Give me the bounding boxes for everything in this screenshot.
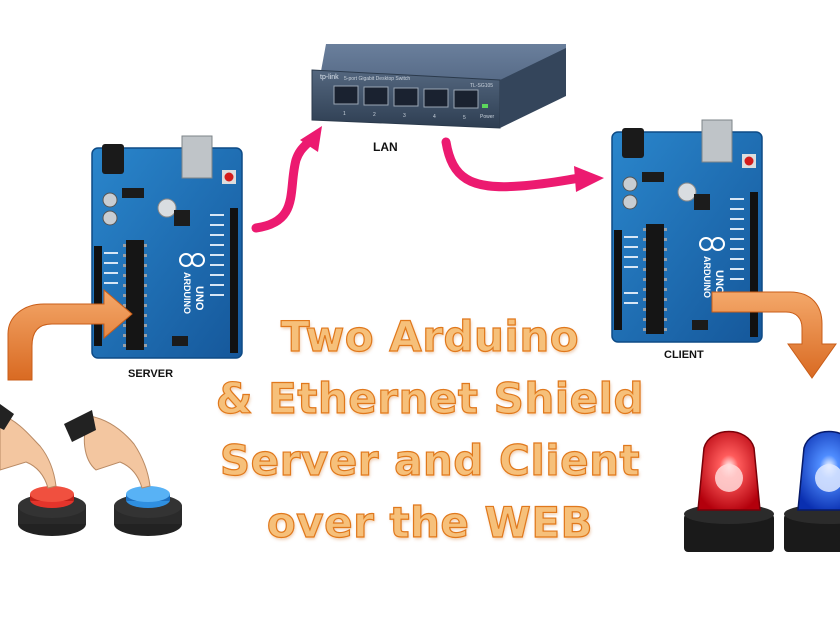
lan-label: LAN [373, 140, 398, 154]
diagram-title: Two Arduino & Ethernet Shield Server and… [190, 306, 670, 554]
title-line-2: & Ethernet Shield [215, 373, 645, 423]
switch-port-2: 2 [373, 112, 376, 118]
arrow-client-to-lights [711, 291, 837, 379]
hand-pressing-blue-button [64, 410, 151, 489]
title-line-4: over the WEB [266, 497, 594, 547]
switch-model-desc: 5-port Gigabit Desktop Switch [344, 76, 410, 82]
client-board-brand: ARDUINO [702, 256, 712, 298]
title-line-1: Two Arduino [280, 311, 580, 361]
switch-port-1: 1 [343, 111, 346, 117]
server-board-model: UNO [193, 286, 205, 311]
red-push-button [18, 486, 86, 536]
switch-port-4: 4 [433, 114, 436, 120]
client-label: CLIENT [664, 349, 704, 361]
arrow-server-to-lan [251, 126, 322, 233]
blue-warning-light [784, 430, 840, 552]
server-board-brand: ARDUINO [182, 272, 192, 314]
network-switch [311, 44, 566, 129]
blue-push-button [114, 486, 182, 536]
switch-ports [333, 85, 479, 109]
switch-port-5: 5 [463, 115, 466, 121]
arrow-lan-to-client [441, 137, 604, 192]
switch-power-label: Power [480, 114, 495, 120]
switch-port-3: 3 [403, 113, 406, 119]
title-line-3: Server and Client [219, 435, 641, 485]
client-board-model: UNO [713, 270, 725, 295]
arrow-buttons-to-server [7, 288, 133, 381]
switch-brand: tp-link [320, 74, 339, 81]
hand-pressing-red-button [0, 404, 57, 489]
red-warning-light [684, 430, 774, 552]
server-label: SERVER [128, 368, 174, 380]
switch-sku: TL-SG105 [470, 83, 493, 89]
